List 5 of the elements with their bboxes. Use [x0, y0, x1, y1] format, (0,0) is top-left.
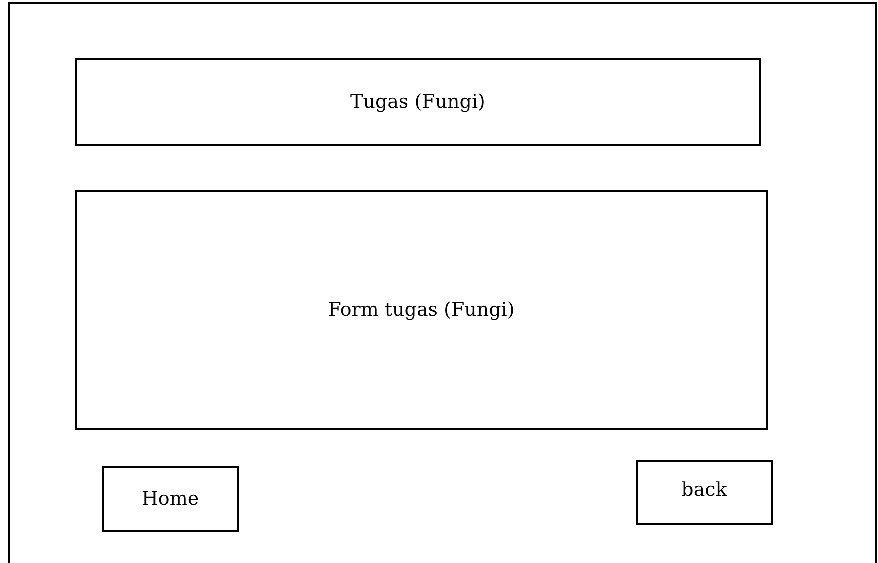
home-button: Home: [102, 466, 239, 532]
header-box: Tugas (Fungi): [75, 58, 761, 146]
screen-frame: [8, 2, 877, 563]
back-button: back: [636, 460, 773, 525]
form-panel: Form tugas (Fungi): [75, 190, 768, 430]
